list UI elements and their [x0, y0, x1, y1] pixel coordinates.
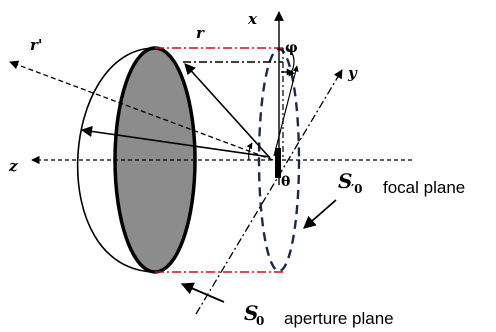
x-axis-label: x — [247, 10, 258, 28]
phi-label: φ — [285, 40, 298, 56]
focal-plane-label: focal plane — [383, 178, 465, 197]
theta-angle-arc — [246, 142, 253, 161]
focal-plane-symbol: S — [338, 169, 352, 193]
ray-to-hemisphere — [80, 125, 271, 158]
aperture-plane-label: aperture plane — [284, 309, 394, 328]
hemisphere-outline — [76, 47, 156, 273]
r-label: r — [196, 24, 205, 42]
origin-marker — [275, 148, 281, 178]
aperture-plane-pointer — [180, 282, 225, 303]
aperture-plane-subscript: 0 — [256, 314, 264, 328]
theta-label: θ — [281, 174, 290, 190]
aperture-disk — [113, 46, 197, 274]
aperture-plane-symbol: S — [244, 301, 258, 325]
ray-upper-right — [273, 65, 299, 157]
y-axis — [195, 69, 343, 315]
y-axis-label: y — [347, 64, 358, 82]
z-axis-label: z — [8, 157, 18, 175]
r-prime-ray — [9, 60, 274, 161]
focal-plane-pointer — [303, 199, 337, 229]
focal-plane-subscript: ′0 — [351, 182, 363, 196]
ray-to-disk-rim — [184, 63, 271, 159]
r-prime-label: r' — [30, 36, 43, 54]
